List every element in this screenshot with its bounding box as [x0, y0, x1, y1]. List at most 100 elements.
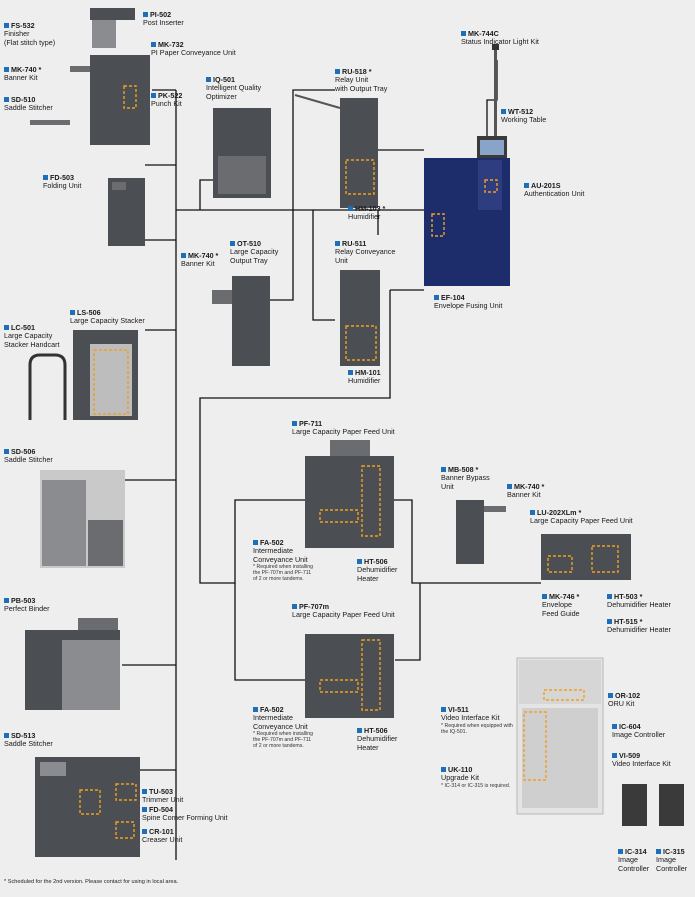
paper-feed-pf-707m [305, 634, 394, 718]
label-code: HT-515 * [607, 617, 671, 626]
label-note: * Required when installing [253, 564, 313, 571]
label-text: Video Interface Kit [612, 759, 671, 769]
label-text: Large Capacity Stacker [70, 316, 145, 326]
label-code: IQ-501 [206, 75, 261, 84]
label-code: RU-511 [335, 239, 395, 248]
label-code: IC-314 [618, 847, 649, 856]
label-code: HT-503 * [607, 592, 671, 601]
label-text: Saddle Stitcher [4, 739, 53, 749]
label-ht-503: HT-503 *Dehumidifier Heater [607, 592, 671, 610]
label-text: Folding Unit [43, 181, 82, 191]
label-text: Large Capacity Paper Feed Unit [530, 516, 633, 526]
label-note: * Required when equipped with [441, 722, 513, 729]
label-code: PF-711 [292, 419, 395, 428]
label-text: Large Capacity [4, 331, 53, 341]
label-text: Stacker Handcart [4, 339, 60, 349]
label-text: PI Paper Conveyance Unit [151, 48, 236, 58]
label-code: VI-511 [441, 705, 513, 714]
label-note: of 2 or more tandems. [253, 576, 304, 583]
label-ht-515: HT-515 *Dehumidifier Heater [607, 617, 671, 635]
label-text: Heater [357, 573, 379, 583]
label-text: with Output Tray [335, 83, 388, 93]
label-text: Authentication Unit [524, 189, 585, 199]
label-text: Large Capacity Paper Feed Unit [292, 427, 395, 437]
label-text: Relay Conveyance [335, 247, 396, 257]
label-code: MK-740 * [181, 251, 218, 260]
label-code: MK-746 * [542, 592, 580, 601]
label-code: IC-604 [612, 722, 665, 731]
label-text: Unit [441, 481, 454, 491]
label-text: Humidifier [348, 212, 381, 222]
label-note: * Required when installing [253, 731, 313, 738]
label-text: Finisher [4, 29, 30, 39]
finisher-stack [30, 8, 150, 145]
label-text: Heater [357, 742, 379, 752]
label-code: SD-506 [4, 447, 53, 456]
label-text: Status Indicator Light Kit [461, 37, 539, 47]
label-code: OR-102 [608, 691, 640, 700]
label-text: Conveyance Unit [253, 554, 308, 564]
label-text: Intelligent Quality [206, 83, 262, 93]
label-text: Banner Bypass [441, 473, 490, 483]
label-note: the PF-707m and PF-711 [253, 737, 312, 744]
relay-conveyance [340, 270, 380, 366]
label-text: (Flat stitch type) [4, 37, 56, 47]
label-text: Spine Corner Forming Unit [142, 813, 228, 823]
label-code: LC-501 [4, 323, 60, 332]
label-text: Dehumidifier Heater [607, 625, 671, 635]
label-code: AU-201S [524, 181, 584, 190]
paper-feed-pf-711 [305, 440, 394, 548]
label-text: Intermediate [253, 713, 293, 723]
label-code: HM-101 [348, 368, 381, 377]
label-code: OT-510 [230, 239, 278, 248]
label-code: MB-508 * [441, 465, 490, 474]
label-code: CR-101 [142, 827, 182, 836]
label-text: Image Controller [612, 730, 666, 740]
image-controller-rack [516, 657, 604, 815]
label-text: Dehumidifier [357, 734, 398, 744]
label-text: Banner Kit [181, 259, 215, 269]
label-code: FD-503 [43, 173, 81, 182]
lc-output-tray [212, 276, 270, 366]
label-text: Trimmer Unit [142, 795, 184, 805]
label-code: PI-502 [143, 10, 184, 19]
label-code: HT-506 [357, 726, 397, 735]
label-text: Controller [618, 863, 650, 873]
label-text: Unit [335, 255, 348, 265]
label-text: Saddle Stitcher [4, 455, 53, 465]
label-code: FS-532 [4, 21, 55, 30]
perfect-binder [25, 618, 120, 710]
ic-314-controller [622, 784, 647, 826]
label-code: UK-110 [441, 765, 510, 774]
label-text: Intermediate [253, 546, 293, 556]
label-text: Video Interface Kit [441, 713, 500, 723]
label-text: Dehumidifier [357, 565, 398, 575]
label-mk-740-c: MK-740 *Banner Kit [507, 482, 544, 500]
label-text: Optimizer [206, 91, 237, 101]
